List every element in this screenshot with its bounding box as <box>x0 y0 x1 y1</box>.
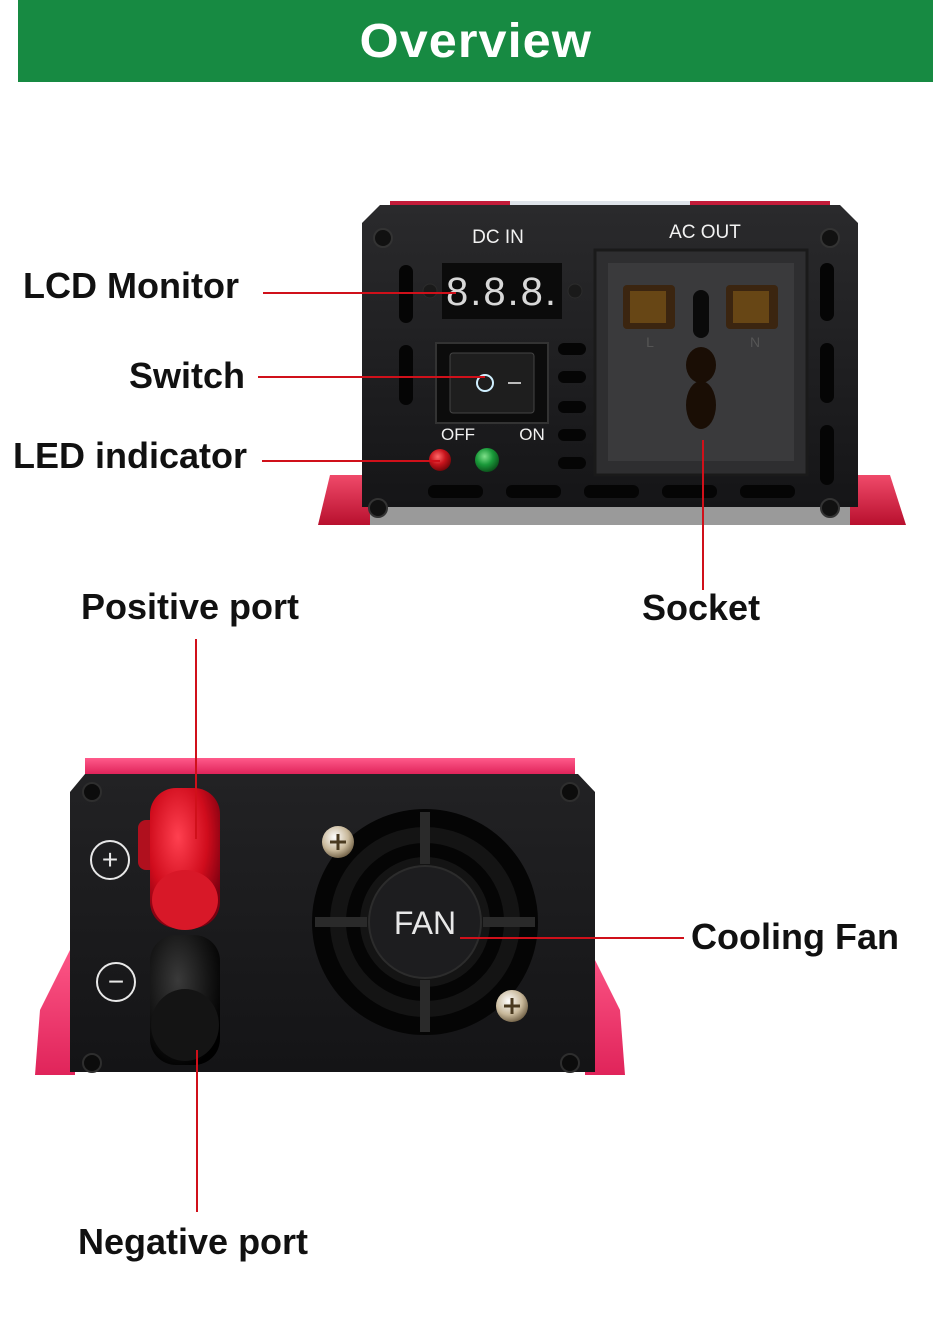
heatsink-fin-right <box>850 475 906 525</box>
callout-line-socket <box>702 440 704 590</box>
socket-neutral-mark: N <box>750 334 760 350</box>
label-switch: Switch <box>129 355 246 396</box>
label-cooling-fan: Cooling Fan <box>691 916 899 957</box>
led-on-green <box>475 448 499 472</box>
switch-on-symbol <box>508 382 521 384</box>
callout-line-led-indicator <box>262 460 440 462</box>
label-negative-port: Negative port <box>78 1221 309 1262</box>
callout-line-negative-port <box>196 1050 198 1212</box>
ac-out-text: AC OUT <box>669 222 741 243</box>
label-socket: Socket <box>642 587 761 628</box>
overview-banner: Overview <box>18 0 933 82</box>
plus-symbol: + <box>102 844 118 875</box>
label-positive-port: Positive port <box>81 586 300 627</box>
callout-line-lcd-monitor <box>263 292 456 294</box>
fan-text: FAN <box>394 905 456 941</box>
lcd-digits: 8.8.8. <box>446 270 558 314</box>
minus-symbol-circle <box>96 962 136 1002</box>
callout-line-cooling-fan <box>460 937 684 939</box>
callout-line-positive-port <box>195 639 197 839</box>
back-panel-device: + − FAN <box>35 758 625 1075</box>
plus-symbol-circle <box>90 840 130 880</box>
heatsink-fin-left <box>35 940 75 1075</box>
off-text: OFF <box>441 425 475 444</box>
led-off-red <box>429 449 451 471</box>
front-panel-device: DC IN AC OUT 8.8.8. OFF ON L N <box>318 201 906 525</box>
switch-off-symbol <box>476 374 494 392</box>
label-lcd-monitor: LCD Monitor <box>23 265 239 306</box>
socket-live-mark: L <box>646 334 654 350</box>
lcd-monitor <box>442 263 562 319</box>
socket-hole-ground <box>686 347 716 383</box>
page-title: Overview <box>359 14 592 68</box>
label-led-indicator: LED indicator <box>13 435 248 476</box>
minus-symbol: − <box>108 966 124 997</box>
dc-in-text: DC IN <box>472 227 524 248</box>
on-text: ON <box>519 425 545 444</box>
heatsink-fin-left <box>318 475 370 525</box>
callout-line-switch <box>258 376 485 378</box>
cooling-fan: FAN <box>312 809 538 1035</box>
